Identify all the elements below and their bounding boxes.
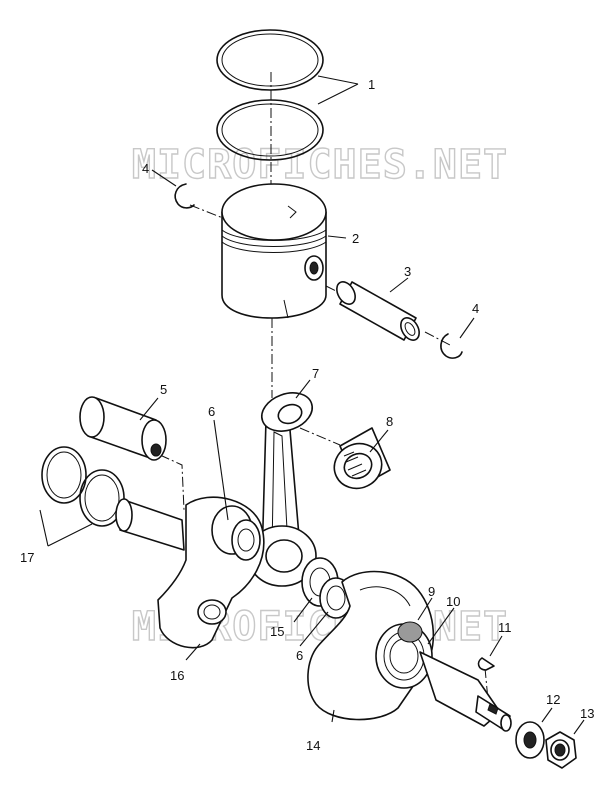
crankpin xyxy=(79,396,167,461)
callout-9: 9 xyxy=(428,584,435,599)
circlip-left xyxy=(174,183,195,209)
callout-12: 12 xyxy=(546,692,560,707)
crank-half-right xyxy=(307,570,512,732)
watermark-top: MICROFICHES.NET xyxy=(132,142,508,188)
o-rings xyxy=(41,446,125,527)
callout-1: 1 xyxy=(368,77,375,92)
callout-10: 10 xyxy=(446,594,460,609)
callout-5: 5 xyxy=(160,382,167,397)
piston-rings xyxy=(216,29,324,161)
callout-7: 7 xyxy=(312,366,319,381)
crank-axis xyxy=(159,454,185,511)
callout-4-right: 4 xyxy=(472,301,479,316)
callout-8: 8 xyxy=(386,414,393,429)
woodruff-key xyxy=(477,657,495,671)
callout-3: 3 xyxy=(404,264,411,279)
callout-14: 14 xyxy=(306,738,320,753)
callout-4-left: 4 xyxy=(142,161,149,176)
bearing-axis xyxy=(299,427,341,446)
piston-pin xyxy=(336,281,420,341)
leader-lines xyxy=(39,75,585,735)
nut xyxy=(545,731,577,769)
needle-bearing xyxy=(333,427,391,490)
connecting-rod xyxy=(247,392,317,587)
circlip-right xyxy=(440,333,463,359)
callout-11: 11 xyxy=(498,620,512,635)
piston xyxy=(221,183,327,319)
callout-6-upper: 6 xyxy=(208,404,215,419)
callout-17: 17 xyxy=(20,550,34,565)
callout-2: 2 xyxy=(352,231,359,246)
callout-16: 16 xyxy=(170,668,184,683)
thrust-washer-upper xyxy=(231,519,261,561)
washer xyxy=(515,721,545,759)
callout-13: 13 xyxy=(580,706,594,721)
callout-15: 15 xyxy=(270,624,284,639)
callout-6-lower: 6 xyxy=(296,648,303,663)
